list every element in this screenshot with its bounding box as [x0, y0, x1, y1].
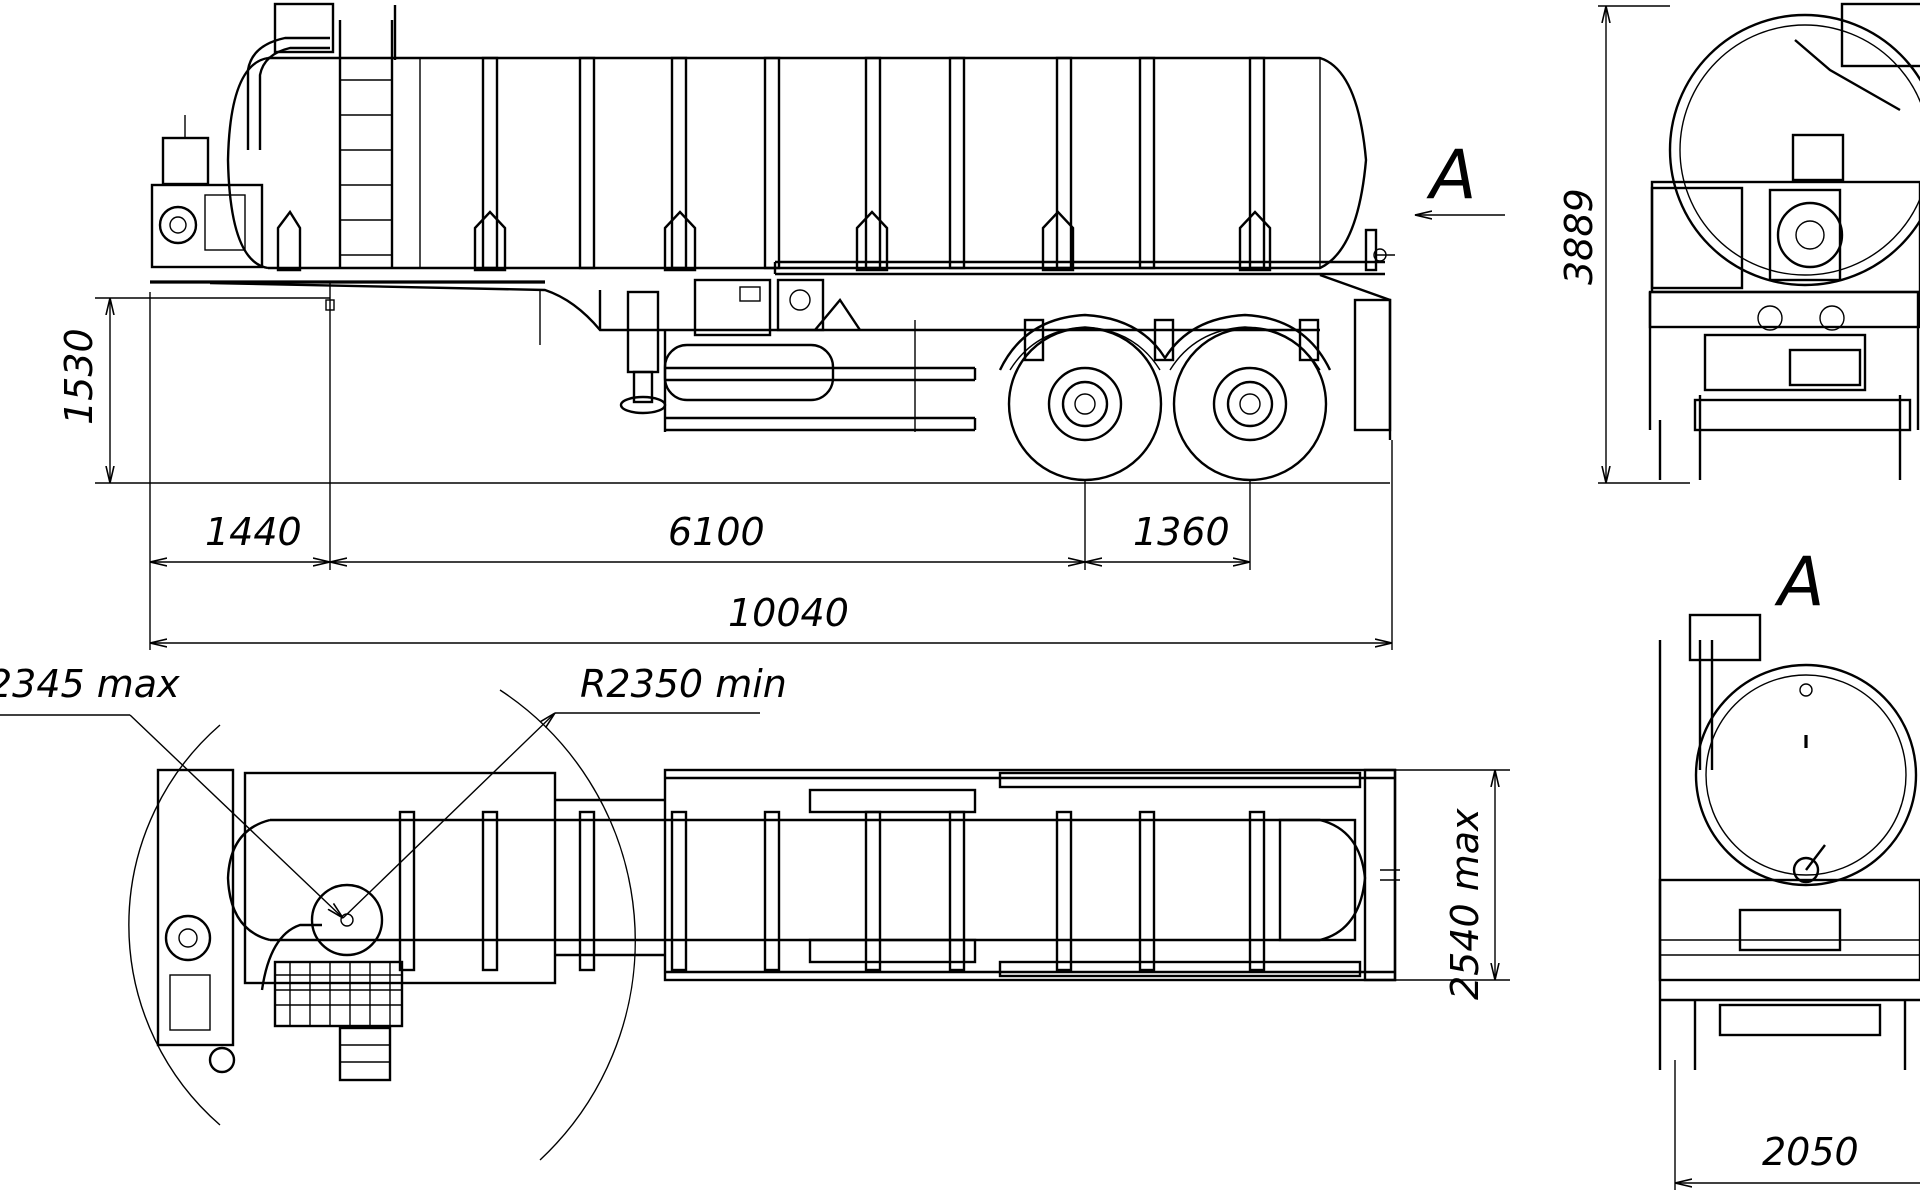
track-width-dimension: 2050: [1762, 1130, 1859, 1174]
tank-bands: [481, 56, 1266, 270]
overall-width-dimension: 2540 max: [1443, 808, 1487, 1000]
landing-gear: [619, 290, 667, 415]
wheel-icon: [1007, 326, 1163, 482]
overall-height-dimension: 3889: [1557, 188, 1601, 285]
axle-spread-dimension: 1360: [1133, 510, 1230, 554]
rear-view-a: A 2050: [1658, 543, 1920, 1190]
plan-tank-bands: [398, 810, 1266, 972]
side-dimensions: 1440 6100 1360 10040 1530: [57, 292, 1393, 650]
pump-unit-icon: [150, 115, 264, 269]
tank-body: [226, 56, 1368, 270]
rear-valves: [1364, 228, 1395, 272]
overall-length-dimension: 10040: [728, 591, 849, 635]
suspension: [998, 273, 1392, 440]
chassis-frame: [150, 260, 1385, 345]
front-swing-radius-dimension: 2345 max: [0, 662, 180, 706]
rear-view-label: A: [1774, 543, 1825, 622]
side-view: A 1440 6100 1360 10040 1530: [57, 2, 1505, 650]
toolbox: [693, 278, 861, 337]
top-equipment: [246, 2, 397, 150]
coupling-height-dimension: 1530: [57, 328, 101, 425]
front-view: 3889: [1557, 2, 1920, 484]
wheelbase-dimension: 6100: [668, 510, 765, 554]
front-overhang-dimension: 1440: [205, 510, 302, 554]
underbody-rails: [663, 320, 977, 432]
ladder-icon: [338, 20, 394, 268]
view-direction-arrow-icon: A: [1415, 136, 1505, 215]
plan-view: 2345 max R2350 min 2540 max: [0, 662, 1510, 1161]
plan-grill: [275, 962, 402, 1026]
view-arrow-label: A: [1426, 136, 1477, 215]
wheel-icon: [1172, 326, 1328, 482]
turning-radius-dimension: R2350 min: [580, 662, 787, 706]
